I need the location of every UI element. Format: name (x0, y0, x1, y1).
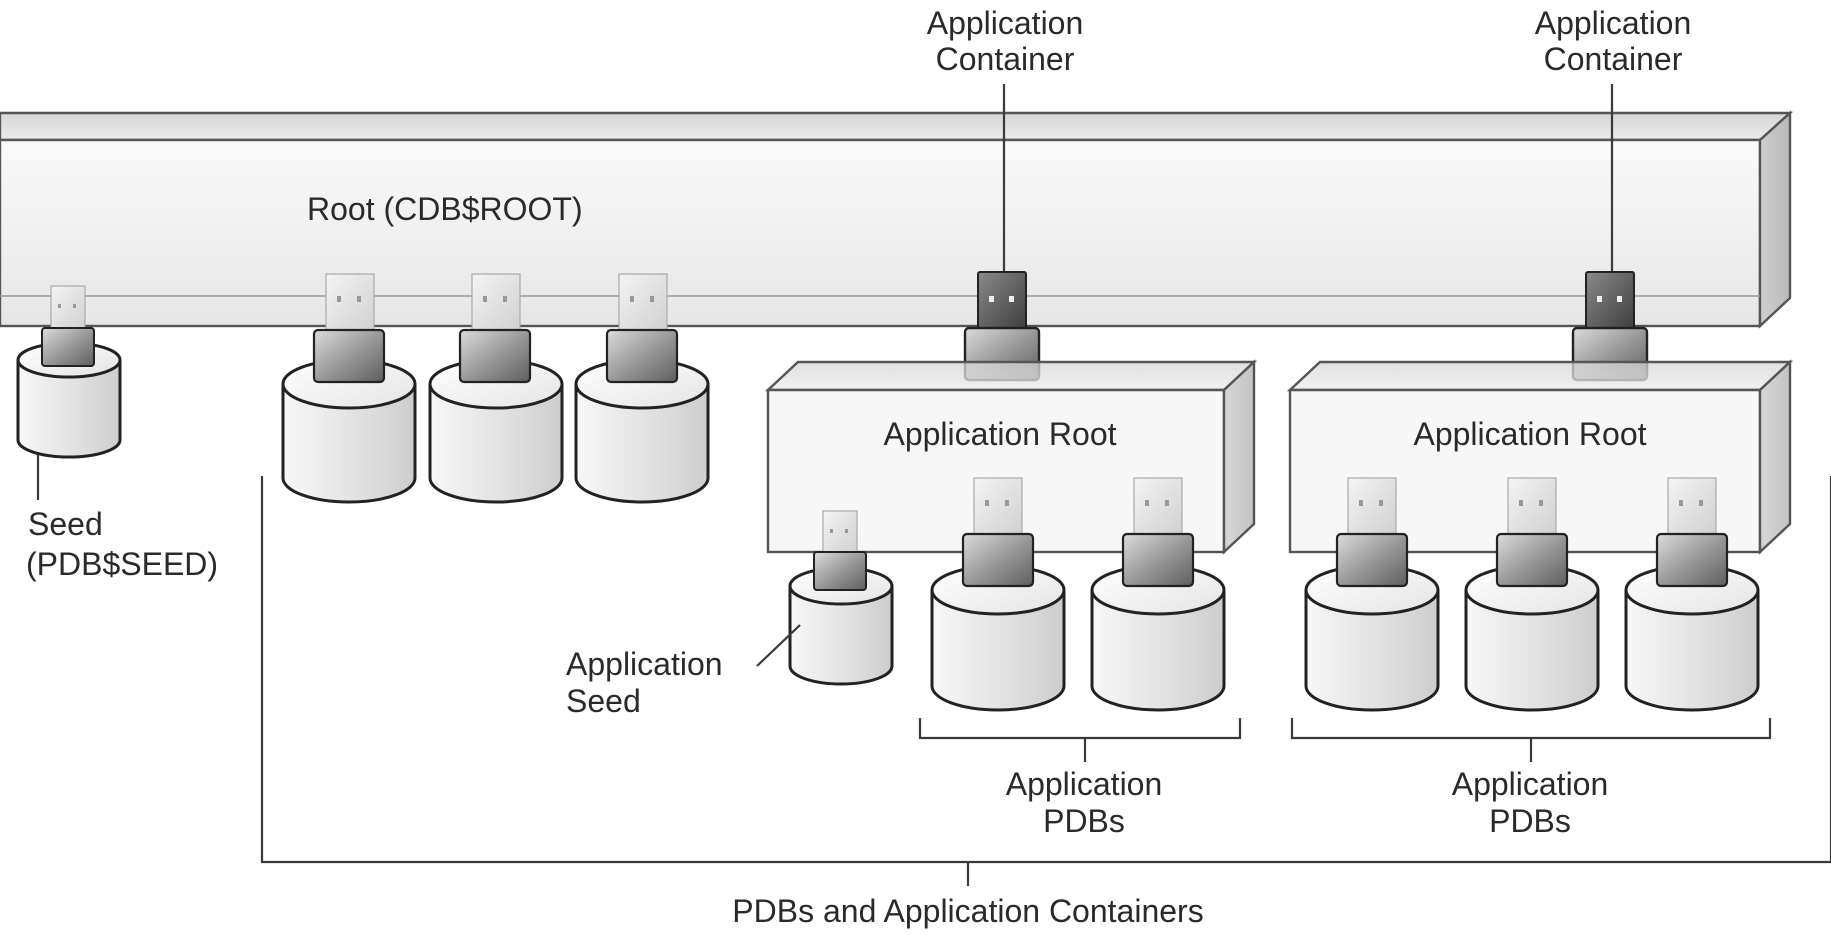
app-container-1-title-sub: Container (936, 41, 1075, 77)
seed-label-sub: (PDB$SEED) (26, 546, 218, 582)
application-pdb-cylinder (1464, 564, 1600, 712)
application-pdbs-2-label: Application (1452, 766, 1609, 802)
root-container-box (0, 110, 1794, 329)
app-container-2-title-sub: Container (1544, 41, 1683, 77)
plug-icon (813, 510, 867, 591)
plug-icon (1495, 477, 1569, 588)
pdb-cylinder (428, 358, 564, 504)
plug-icon (458, 273, 532, 384)
plug-icon (1335, 477, 1409, 588)
application-pdbs-2-label-sub: PDBs (1489, 803, 1571, 839)
application-pdb-cylinder (930, 564, 1066, 712)
seed-label: Seed (28, 506, 103, 542)
application-seed-label-sub: Seed (566, 683, 641, 719)
plug-icon (605, 273, 679, 384)
app-container-2-title: Application (1535, 5, 1692, 41)
plug-icon (312, 273, 386, 384)
plug-icon (1121, 477, 1195, 588)
application-pdb-cylinder (1090, 564, 1226, 712)
plug-icon (961, 477, 1035, 588)
application-pdb-cylinder (1624, 564, 1760, 712)
application-pdbs-1-label-sub: PDBs (1043, 803, 1125, 839)
application-seed-label: Application (566, 646, 723, 682)
application-pdbs-1-label: Application (1006, 766, 1163, 802)
app-container-1-title: Application (927, 5, 1084, 41)
application-pdb-cylinder (1304, 564, 1440, 712)
plug-icon (1655, 477, 1729, 588)
application-root-1-label: Application Root (883, 416, 1116, 452)
root-label: Root (CDB$ROOT) (307, 191, 583, 227)
footer-label: PDBs and Application Containers (732, 893, 1203, 929)
application-root-2-label: Application Root (1413, 416, 1646, 452)
plug-icon (41, 285, 95, 367)
